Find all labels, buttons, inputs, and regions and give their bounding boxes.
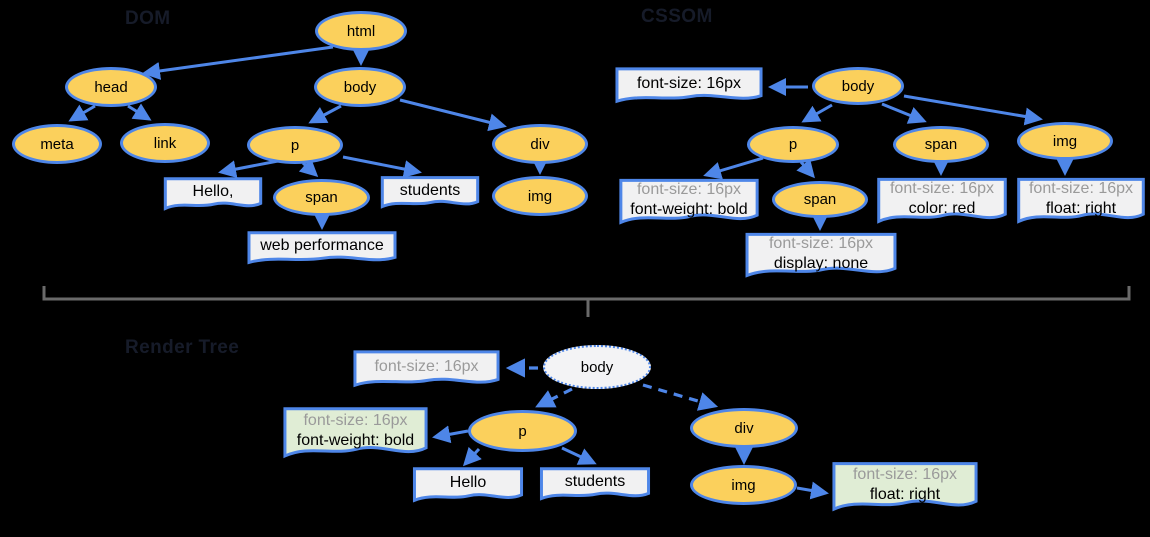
arrow-cssom-body-img [903,94,1043,126]
cssom-node-span-child: span [772,181,868,218]
dom-textnode-students: students [381,176,479,209]
dom-node-span: span [273,179,370,216]
cssom-node-p: p [747,126,839,163]
arrow-render-img-rule [796,481,829,500]
arrow-p-students [342,155,422,178]
text-node-label: Hello [449,474,487,491]
arrow-render-p-students [561,446,597,465]
render-node-body: body [543,345,651,389]
rule-inherited: font-size: 16px [1028,180,1134,197]
rule-declared: color: red [908,200,976,217]
dom-node-p: p [247,126,343,164]
arrow-p-span [298,158,319,178]
arrow-render-p-hello [462,446,482,467]
arrow-body-p [308,104,342,124]
render-rule-p: font-size: 16px font-weight: bold [283,406,428,460]
rule-declared: float: right [1045,200,1117,217]
text-node-label: students [399,181,461,199]
dom-title: DOM [125,8,171,29]
arrow-cssom-body-span [881,102,927,124]
cssom-node-body: body [812,67,904,105]
arrow-cssom-p-span [796,158,815,179]
cssom-node-img: img [1017,122,1113,160]
text-node-label: students [564,473,626,490]
rule-inherited: font-size: 16px [374,358,479,375]
rule-inherited: font-size: 16px [852,466,958,483]
rule-declared: font-weight: bold [296,432,415,449]
arrow-cssom-body-p [801,103,833,123]
arrow-p-hello [218,159,279,178]
dom-node-div: div [492,124,588,164]
arrow-render-body-p [535,387,573,408]
cssom-title: CSSOM [641,6,713,27]
cssom-node-span: span [893,126,989,163]
dom-node-html: html [315,11,407,51]
rule-inherited: font-size: 16px [889,180,995,197]
dom-node-body: body [314,67,406,107]
arrow-render-p-rule [432,425,469,444]
render-title: Render Tree [125,337,240,358]
dom-textnode-hello: Hello, [164,177,262,211]
cssom-rule-img: font-size: 16px float: right [1016,177,1146,225]
arrow-cssom-p-rule [703,156,764,180]
render-node-p: p [468,410,577,452]
dom-node-link: link [120,123,210,163]
render-rule-img: font-size: 16px float: right [831,461,979,513]
rule-declared: display: none [773,254,869,272]
arrow-body-div [399,98,507,132]
cssom-rule-body: font-size: 16px [615,67,763,104]
render-rule-body: font-size: 16px [353,350,500,388]
arrow-render-body-div [642,383,719,411]
rule-inherited: font-size: 16px [636,181,742,198]
rule-inherited: font-size: 16px [768,234,874,252]
dom-node-meta: meta [12,124,102,164]
dom-node-img: img [492,176,588,216]
text-node-label: web performance [260,237,384,254]
rule-inherited: font-size: 16px [303,412,408,429]
arrow-html-head [142,45,334,80]
cssom-rule-p: font-size: 16px font-weight: bold [619,178,759,226]
arrow-head-meta [68,104,96,122]
rule-declared: float: right [869,486,941,503]
text-node-label: Hello, [192,183,234,200]
dom-node-head: head [65,67,157,107]
cssom-rule-span: font-size: 16px color: red [876,177,1008,225]
arrow-head-link [127,103,152,121]
render-textnode-hello: Hello [413,467,523,503]
rule-declared: font-weight: bold [630,201,748,218]
render-node-img: img [690,465,797,505]
merge-brace [42,286,1131,317]
render-textnode-students: students [540,467,650,501]
render-node-div: div [690,408,798,448]
cssom-rule-span-child: font-size: 16px display: none [745,232,897,279]
dom-textnode-webperf: web performance [247,231,397,265]
rule-declared: font-size: 16px [636,74,742,92]
